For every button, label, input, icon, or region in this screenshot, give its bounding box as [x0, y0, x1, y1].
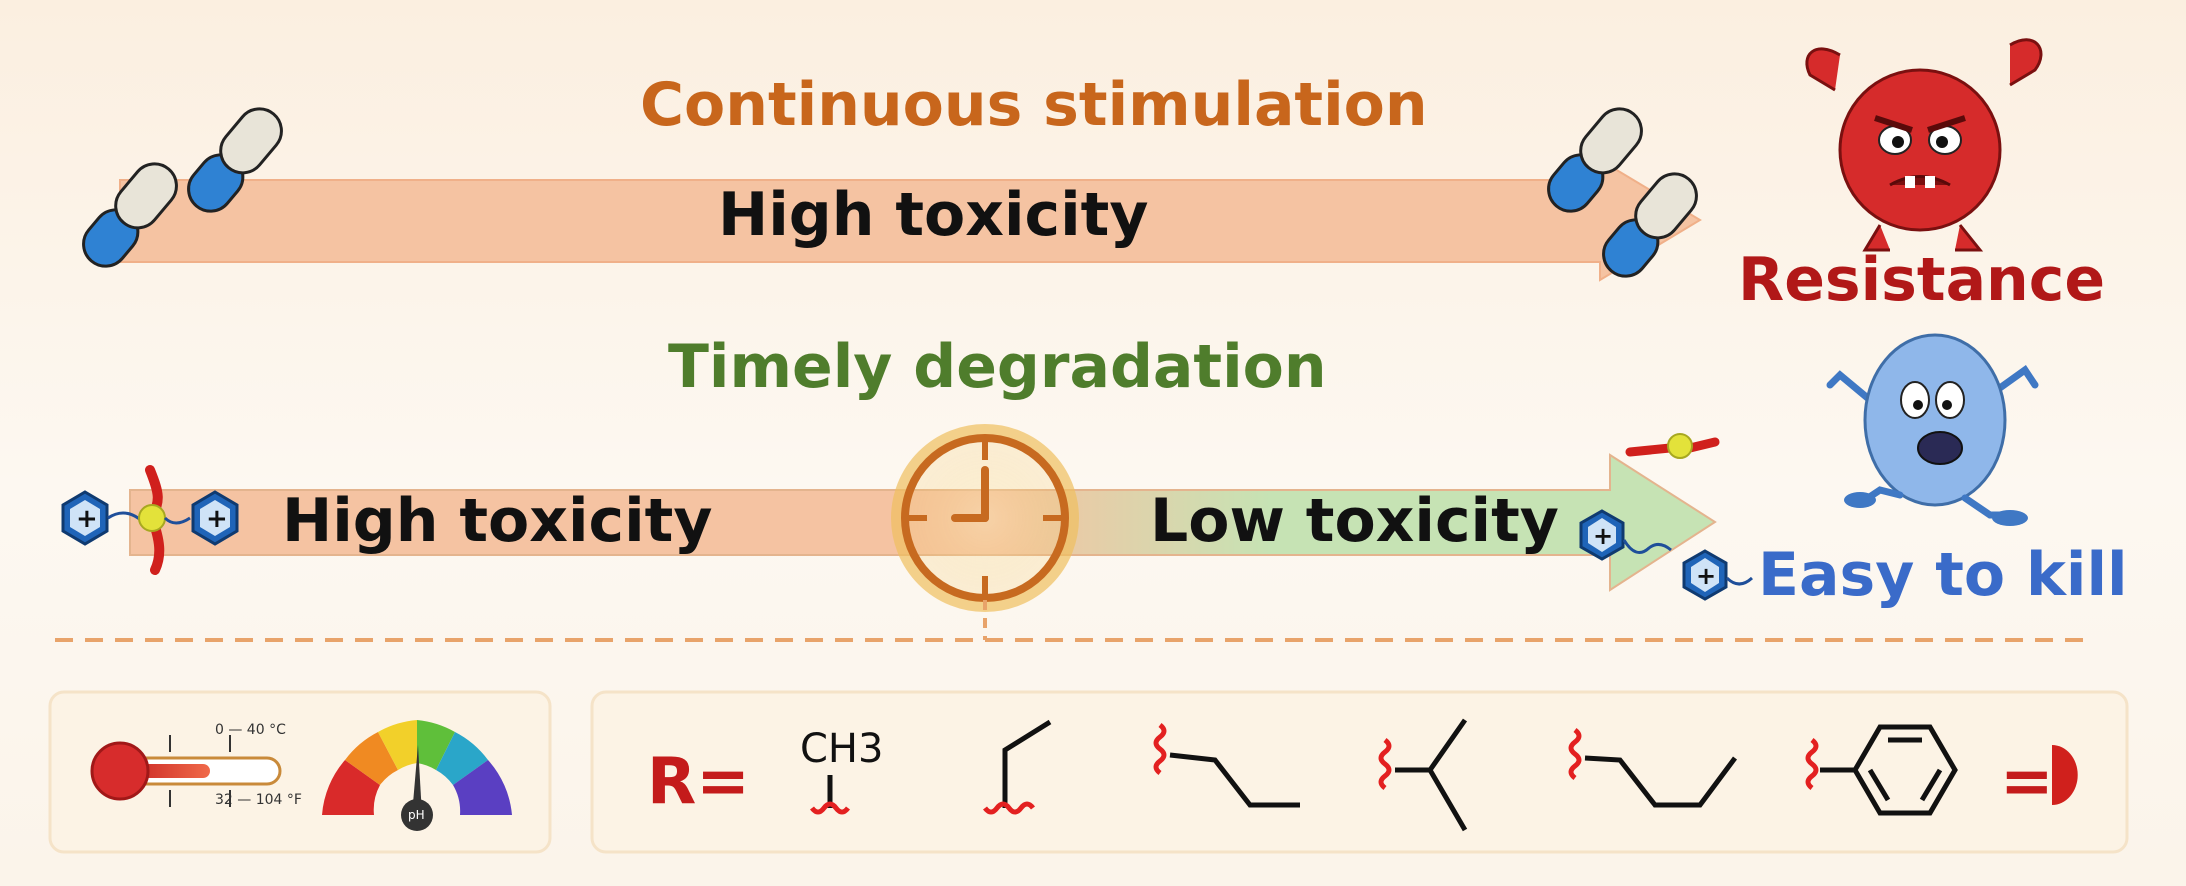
fahrenheit-scale-label: 32 — 104 °F [215, 792, 302, 808]
timely-degradation-title: Timely degradation [668, 332, 1327, 402]
isopropyl-group [1378, 718, 1468, 832]
ph-gauge-icon [322, 720, 512, 831]
capsule-icon [1547, 107, 1643, 213]
cationic-ring-icon: + [1682, 549, 1728, 601]
equals-label: = [2000, 745, 2054, 819]
middle-arrow-label-right: Low toxicity [1150, 486, 1559, 556]
clock-icon [891, 424, 1079, 640]
r-group-panel [590, 690, 2129, 854]
propyl-group [1153, 723, 1300, 808]
resistance-label: Resistance [1738, 245, 2106, 315]
phenyl-group [1805, 724, 1958, 816]
middle-arrow-label-left: High toxicity [282, 486, 713, 556]
butyl-group [1568, 728, 1738, 808]
easy-to-kill-label: Easy to kill [1758, 540, 2128, 610]
linker-half-icon [2052, 745, 2078, 805]
scared-bacterium-icon [1826, 333, 2039, 526]
cationic-ring-icon: + [191, 490, 239, 546]
ph-label: pH [408, 808, 425, 822]
r-group-label: R= [647, 745, 750, 819]
ch3-label: CH3 [800, 726, 884, 772]
ethyl-group [983, 719, 1052, 815]
cationic-ring-icon: + [61, 490, 109, 546]
capsule-icon [187, 107, 283, 213]
top-arrow-label: High toxicity [718, 180, 1149, 250]
capsule-icon [82, 162, 178, 268]
methyl-group [810, 775, 850, 815]
thermometer-icon [90, 735, 282, 807]
svg-text:+: + [206, 504, 228, 534]
svg-text:+: + [1593, 522, 1613, 550]
cationic-ring-icon: + [1579, 509, 1625, 561]
continuous-stimulation-title: Continuous stimulation [640, 70, 1428, 140]
celsius-scale-label: 0 — 40 °C [215, 722, 286, 738]
capsule-icon [1602, 172, 1698, 278]
svg-text:+: + [76, 504, 98, 534]
svg-text:+: + [1696, 562, 1716, 590]
angry-bacterium-icon [1805, 38, 2043, 252]
linker-fragment-icon [1625, 433, 1720, 459]
